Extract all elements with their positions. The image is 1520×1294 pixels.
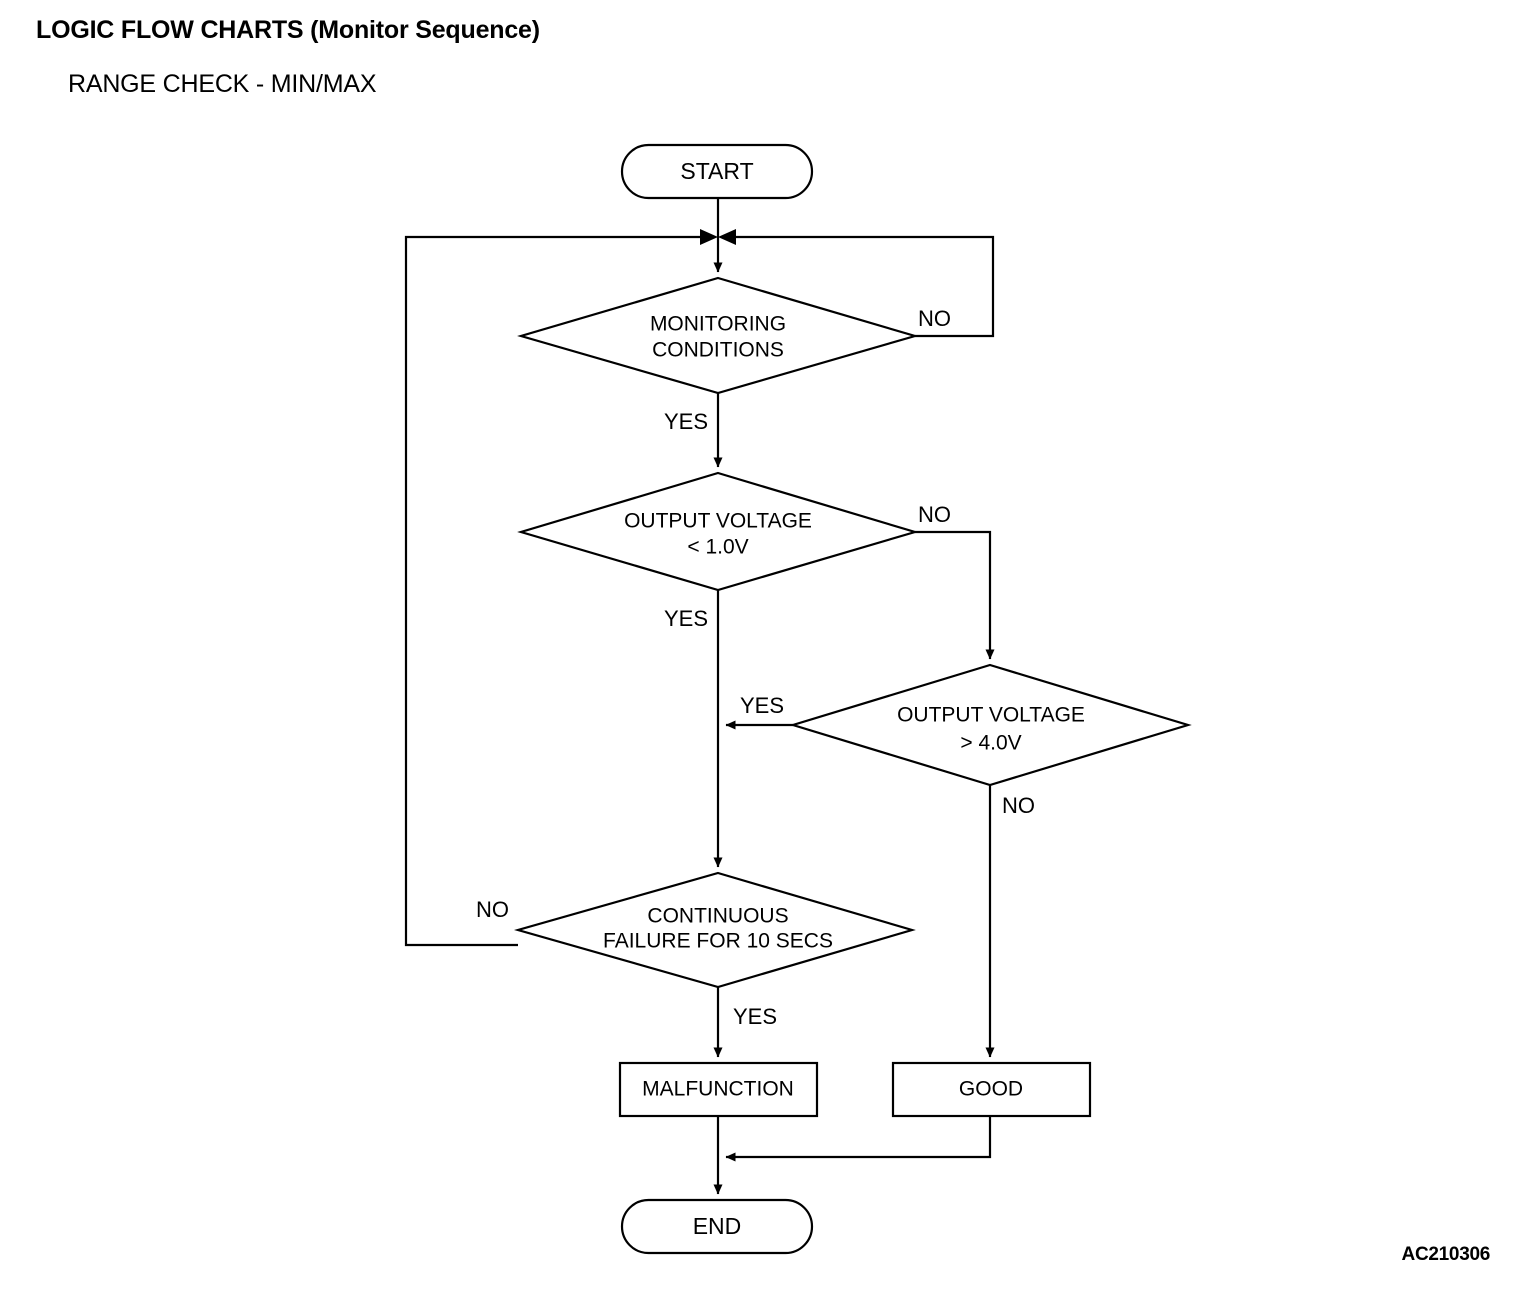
edge-label-monitoring-no: NO	[918, 306, 951, 331]
node-output-voltage-min-label-line2: < 1.0V	[687, 536, 748, 559]
edge-label-voltmax-yes: YES	[740, 693, 784, 718]
connector-voltmin-no-to-voltmax	[915, 530, 995, 660]
edge-label-contfail-no: NO	[476, 897, 509, 922]
node-output-voltage-min-label-line1: OUTPUT VOLTAGE	[624, 510, 812, 533]
node-good-label: GOOD	[959, 1078, 1023, 1101]
arrowhead-feedback-into-merge	[718, 229, 736, 245]
node-start[interactable]	[620, 143, 814, 200]
node-continuous-failure-label-line1: CONTINUOUS	[647, 905, 788, 928]
node-output-voltage-max-label-line1: OUTPUT VOLTAGE	[897, 704, 1085, 727]
node-output-voltage-max[interactable]	[789, 663, 1192, 787]
node-end[interactable]	[620, 1198, 814, 1255]
node-monitoring-conditions-label-line1: MONITORING	[650, 313, 786, 336]
node-monitoring-conditions[interactable]	[517, 276, 919, 395]
edge-label-voltmax-no: NO	[1002, 793, 1035, 818]
connector-good-to-end-trunk	[725, 1116, 992, 1162]
arrowhead-loopback-into-merge	[700, 229, 718, 245]
reference-code: AC210306	[1401, 1244, 1491, 1265]
edge-label-voltmin-yes: YES	[664, 606, 708, 631]
page-title: LOGIC FLOW CHARTS (Monitor Sequence)	[36, 16, 540, 44]
node-malfunction-label: MALFUNCTION	[642, 1078, 794, 1101]
node-good[interactable]	[891, 1061, 1092, 1118]
edge-label-contfail-yes: YES	[733, 1004, 777, 1029]
edge-label-monitoring-yes: YES	[664, 409, 708, 434]
node-end-label: END	[693, 1213, 742, 1239]
page-subtitle: RANGE CHECK - MIN/MAX	[68, 70, 377, 98]
connector-monitoring-no-feedback	[724, 235, 995, 338]
node-output-voltage-min[interactable]	[517, 471, 919, 592]
edge-label-voltmin-no: NO	[918, 502, 951, 527]
node-start-label: START	[680, 158, 753, 184]
node-monitoring-conditions-label-line2: CONDITIONS	[652, 339, 784, 362]
node-output-voltage-max-label-line2: > 4.0V	[960, 732, 1021, 755]
connector-contfail-no-loopback	[404, 235, 712, 947]
node-continuous-failure-label-line2: FAILURE FOR 10 SECS	[603, 930, 833, 953]
node-continuous-failure[interactable]	[513, 871, 916, 989]
node-malfunction[interactable]	[618, 1061, 819, 1118]
